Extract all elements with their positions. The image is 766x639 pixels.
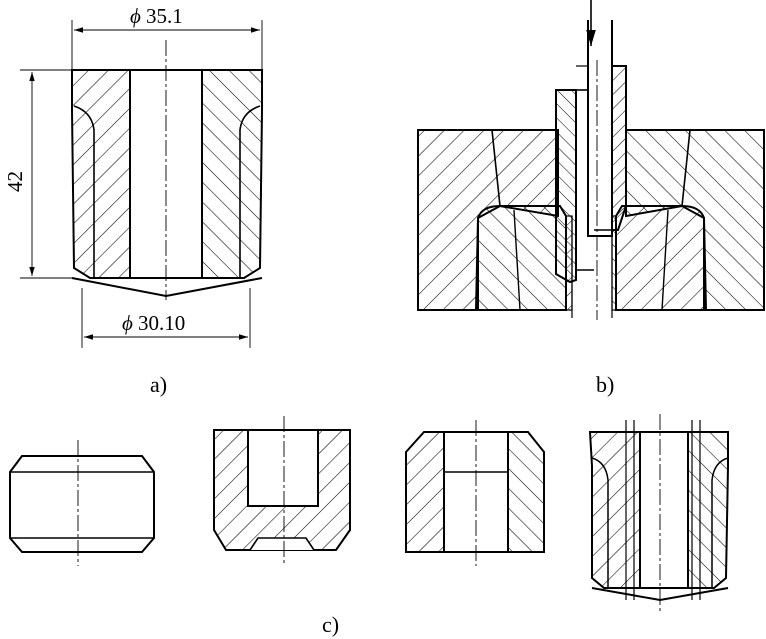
- workpiece-right-wall: [615, 205, 705, 311]
- part-a-left-flow-line: [73, 105, 95, 278]
- part-a-right-flow-line: [239, 105, 261, 278]
- dim-height-value: 42: [3, 171, 27, 192]
- part-a-bottom-profile: [71, 277, 263, 298]
- stage-1-billet: [9, 440, 155, 566]
- workpiece-left-wall: [477, 205, 567, 311]
- view-a-finished-part: ϕ 35.1 42 ϕ 30.10 a): [3, 4, 263, 397]
- stage-3-pierced: [405, 420, 545, 566]
- label-c: c): [322, 612, 339, 637]
- dim-bottom-diameter-symbol: ϕ: [122, 311, 133, 335]
- punch-sleeve-right: [611, 65, 627, 231]
- dim-top-diameter-value: 35.1: [146, 4, 183, 28]
- label-a: a): [150, 372, 167, 397]
- dim-bottom-diameter-value: 30.10: [138, 311, 185, 335]
- punch-sleeve-left: [555, 89, 577, 284]
- view-b-die-assembly: b): [417, 0, 765, 397]
- stage-4-final: [588, 414, 729, 612]
- view-c-forming-sequence: c): [9, 414, 729, 637]
- stage-2-cup: [213, 416, 351, 564]
- part-a-left-wall: [71, 69, 131, 279]
- part-a-right-wall: [201, 69, 263, 279]
- dim-top-diameter-symbol: ϕ: [130, 4, 141, 28]
- label-b: b): [596, 372, 614, 397]
- punch-rod: [587, 20, 613, 237]
